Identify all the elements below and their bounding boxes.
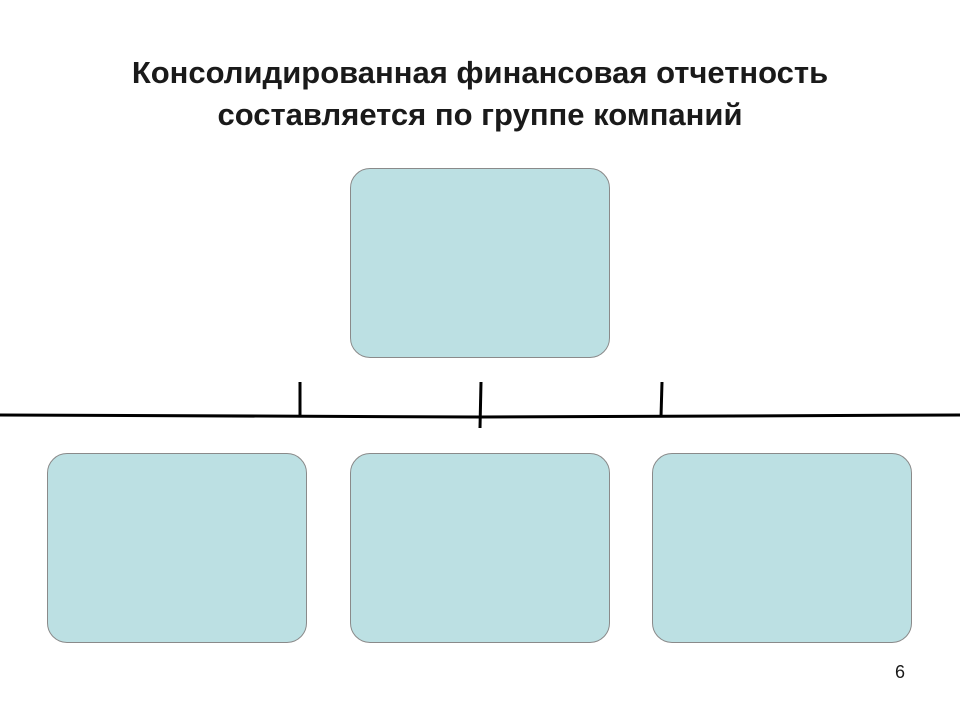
subsidiary-box-right xyxy=(652,453,912,643)
slide-title-line-1: Консолидированная финансовая отчетность xyxy=(131,55,829,90)
parent-company-box xyxy=(350,168,610,358)
slide-title-line-2: составляется по группе компаний xyxy=(217,97,743,132)
subsidiary-box-left xyxy=(47,453,307,643)
vertical-tick-right xyxy=(659,381,664,418)
slide-title: Консолидированная финансовая отчетность … xyxy=(0,52,960,136)
page-number: 6 xyxy=(894,662,905,682)
horizontal-connector-right xyxy=(479,413,960,419)
vertical-tick-center xyxy=(478,381,483,429)
horizontal-connector-left xyxy=(0,413,481,419)
subsidiary-box-center xyxy=(350,453,610,643)
